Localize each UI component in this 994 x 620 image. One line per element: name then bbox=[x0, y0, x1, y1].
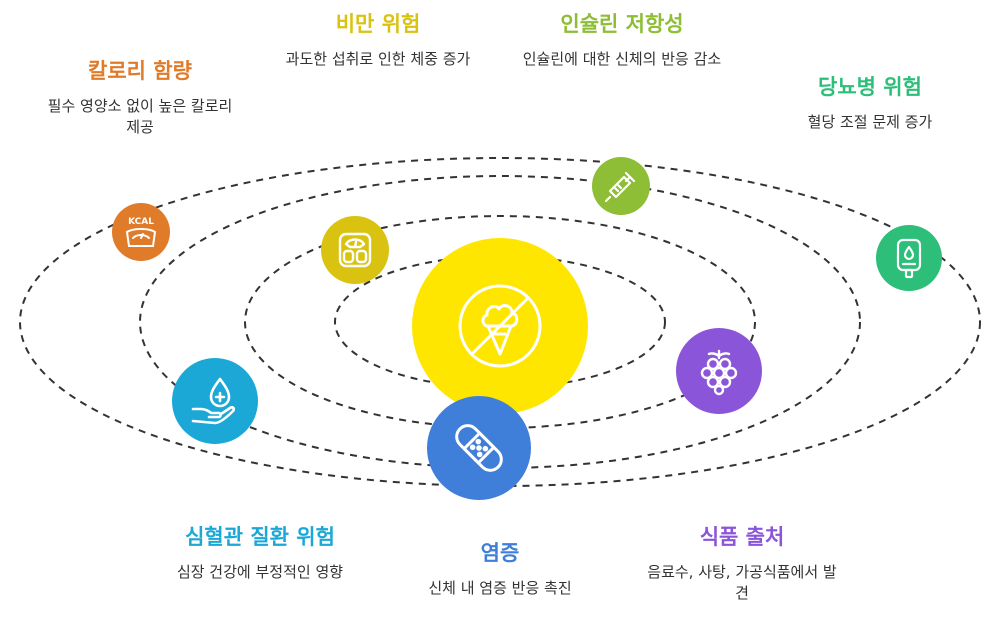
label-insulin-title: 인슐린 저항성 bbox=[560, 12, 684, 36]
label-inflammation-desc: 신체 내 염증 반응 촉진 bbox=[428, 579, 572, 597]
label-diabetes: 당뇨병 위험 혈당 조절 문제 증가 bbox=[770, 74, 970, 133]
label-calorie-title: 칼로리 함량 bbox=[88, 59, 192, 83]
glucose-meter-icon bbox=[896, 238, 922, 279]
label-inflammation-title: 염증 bbox=[480, 541, 520, 565]
label-obesity-desc: 과도한 섭취로 인한 체중 증가 bbox=[285, 50, 471, 68]
orbit-ring-2 bbox=[244, 215, 756, 429]
label-source-desc: 음료수, 사탕, 가공식품에서 발견 bbox=[647, 563, 837, 602]
center-circle bbox=[412, 238, 588, 414]
label-cardio-desc: 심장 건강에 부정적인 영향 bbox=[176, 563, 344, 581]
calorie-circle: KCAL bbox=[112, 203, 170, 261]
label-insulin: 인슐린 저항성 인슐린에 대한 신체의 반응 감소 bbox=[507, 11, 737, 70]
source-circle bbox=[676, 328, 762, 414]
orbit-ring-1 bbox=[334, 255, 666, 389]
label-calorie: 칼로리 함량 필수 영양소 없이 높은 칼로리 제공 bbox=[30, 58, 250, 138]
label-insulin-desc: 인슐린에 대한 신체의 반응 감소 bbox=[522, 50, 722, 68]
weight-scale-icon bbox=[338, 232, 372, 268]
label-cardio-title: 심혈관 질환 위험 bbox=[185, 525, 335, 549]
label-obesity-title: 비만 위험 bbox=[335, 12, 421, 36]
label-cardio: 심혈관 질환 위험 심장 건강에 부정적인 영향 bbox=[140, 524, 380, 583]
berry-icon bbox=[700, 349, 738, 396]
orbit-ring-3 bbox=[139, 175, 861, 469]
label-obesity: 비만 위험 과도한 섭취로 인한 체중 증가 bbox=[268, 11, 488, 70]
syringe-icon bbox=[604, 171, 636, 203]
label-calorie-desc: 필수 영양소 없이 높은 칼로리 제공 bbox=[47, 97, 233, 136]
insulin-circle bbox=[592, 157, 650, 215]
bandage-icon bbox=[455, 424, 503, 472]
label-source: 식품 출처 음료수, 사탕, 가공식품에서 발견 bbox=[632, 524, 852, 604]
svg-text:KCAL: KCAL bbox=[128, 217, 154, 227]
cardio-circle bbox=[172, 358, 258, 444]
diabetes-circle bbox=[876, 225, 942, 291]
hand-blood-drop-icon bbox=[191, 377, 236, 425]
no-ice-cream-icon bbox=[458, 284, 542, 368]
label-diabetes-desc: 혈당 조절 문제 증가 bbox=[807, 113, 933, 131]
kcal-scale-icon: KCAL bbox=[125, 217, 157, 247]
label-diabetes-title: 당뇨병 위험 bbox=[818, 75, 922, 99]
label-inflammation: 염증 신체 내 염증 반응 촉진 bbox=[390, 540, 610, 599]
inflammation-circle bbox=[427, 396, 531, 500]
obesity-circle bbox=[321, 216, 389, 284]
label-source-title: 식품 출처 bbox=[699, 525, 785, 549]
